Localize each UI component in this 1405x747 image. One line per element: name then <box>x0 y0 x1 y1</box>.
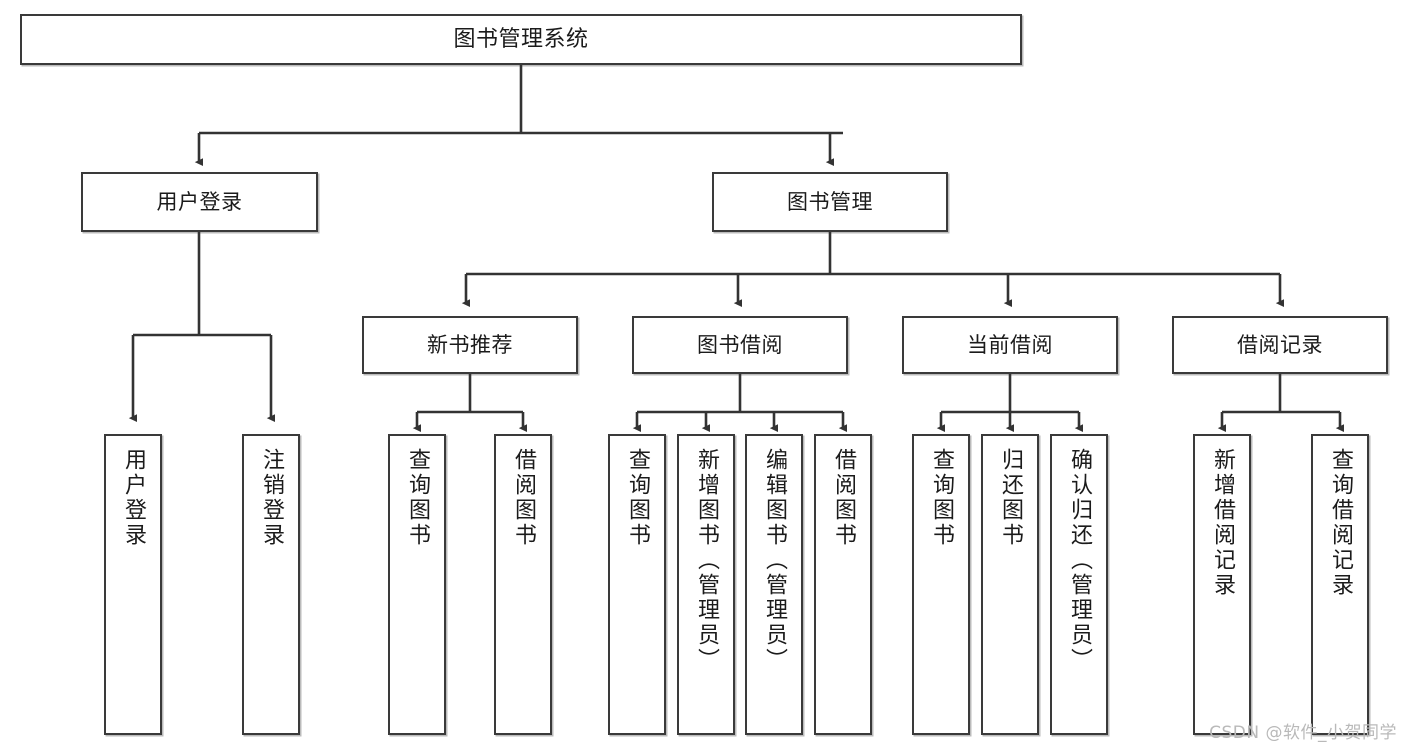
leaf-confirm-return[interactable]: 确认归还（管理员） <box>1050 434 1108 735</box>
leaf-edit-book[interactable]: 编辑图书（管理员） <box>745 434 803 735</box>
node-label: 查询图书 <box>929 448 954 548</box>
node-label: 查询图书 <box>625 448 650 548</box>
node-label: 归还图书 <box>998 448 1023 548</box>
leaf-query-book-2[interactable]: 查询图书 <box>608 434 666 735</box>
leaf-borrow-book-2[interactable]: 借阅图书 <box>814 434 872 735</box>
node-book-manage[interactable]: 图书管理 <box>712 172 948 232</box>
leaf-query-book-1[interactable]: 查询图书 <box>388 434 446 735</box>
node-label: 用户登录 <box>156 189 243 214</box>
node-label: 借阅图书 <box>511 448 536 548</box>
node-user-login[interactable]: 用户登录 <box>81 172 318 232</box>
node-label: 新增借阅记录 <box>1210 448 1235 598</box>
node-label: 借阅记录 <box>1237 332 1323 357</box>
node-new-book-recommend[interactable]: 新书推荐 <box>362 316 578 374</box>
node-book-borrow[interactable]: 图书借阅 <box>632 316 848 374</box>
node-label: 查询借阅记录 <box>1328 448 1353 598</box>
leaf-query-record[interactable]: 查询借阅记录 <box>1311 434 1369 735</box>
node-label: 借阅图书 <box>831 448 856 548</box>
node-label: 编辑图书（管理员） <box>762 448 787 673</box>
node-label: 查询图书 <box>405 448 430 548</box>
leaf-return-book[interactable]: 归还图书 <box>981 434 1039 735</box>
node-label: 当前借阅 <box>967 332 1053 357</box>
leaf-query-book-3[interactable]: 查询图书 <box>912 434 970 735</box>
node-label: 注销登录 <box>259 448 284 548</box>
watermark-text: CSDN @软件_小贺同学 <box>1209 723 1397 743</box>
node-label: 图书管理系统 <box>453 26 589 52</box>
node-label: 新书推荐 <box>427 332 513 357</box>
node-root-system[interactable]: 图书管理系统 <box>20 14 1022 65</box>
node-current-borrow[interactable]: 当前借阅 <box>902 316 1118 374</box>
node-label: 用户登录 <box>121 448 146 548</box>
leaf-logout-login[interactable]: 注销登录 <box>242 434 300 735</box>
node-label: 新增图书（管理员） <box>694 448 719 673</box>
node-label: 图书借阅 <box>697 332 783 357</box>
node-label: 确认归还（管理员） <box>1067 448 1092 673</box>
node-borrow-record[interactable]: 借阅记录 <box>1172 316 1388 374</box>
leaf-add-record[interactable]: 新增借阅记录 <box>1193 434 1251 735</box>
leaf-add-book[interactable]: 新增图书（管理员） <box>677 434 735 735</box>
node-label: 图书管理 <box>787 189 873 214</box>
leaf-user-login[interactable]: 用户登录 <box>104 434 162 735</box>
leaf-borrow-book-1[interactable]: 借阅图书 <box>494 434 552 735</box>
